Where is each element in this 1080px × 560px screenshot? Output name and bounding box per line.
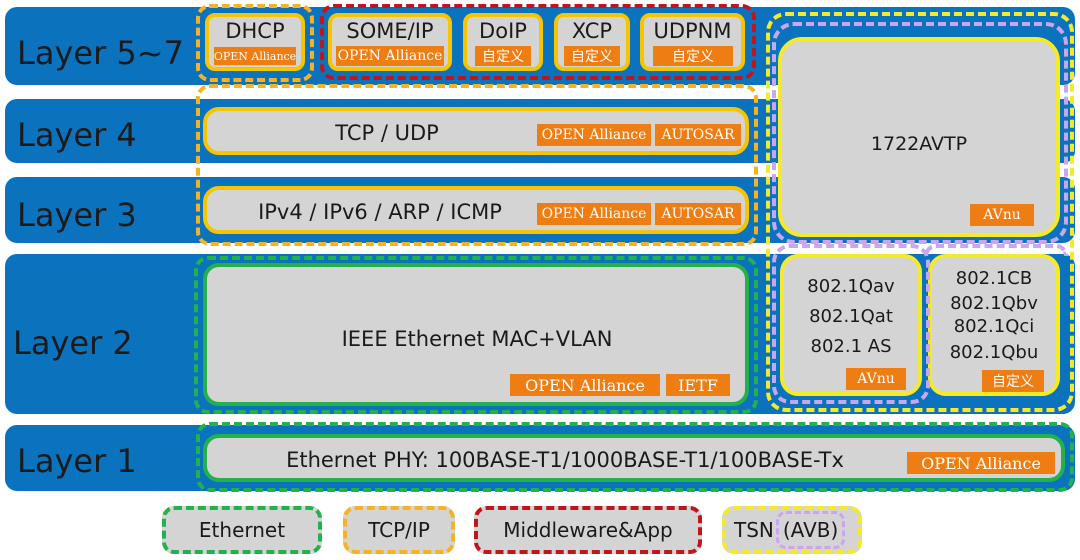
doip-tag: 自定义 xyxy=(475,46,531,66)
cb-line-4: 802.1Qbu xyxy=(949,342,1039,363)
legend-middleware: Middleware&App xyxy=(474,506,702,554)
mac-label: IEEE Ethernet MAC+VLAN xyxy=(341,327,613,351)
someip-label: SOME/IP xyxy=(346,19,434,43)
cb-tag: 自定义 xyxy=(982,370,1044,392)
tcp-udp-box: TCP / UDP OPEN Alliance AUTOSAR xyxy=(203,107,749,155)
qav-tag: AVnu xyxy=(846,368,906,390)
tsn-cb-box: 802.1CB 802.1Qbv 802.1Qci 802.1Qbu 自定义 xyxy=(928,254,1060,396)
xcp-box: XCP 自定义 xyxy=(554,13,630,71)
ip-label: IPv4 / IPv6 / ARP / ICMP xyxy=(258,200,502,224)
phy-box: Ethernet PHY: 100BASE-T1/1000BASE-T1/100… xyxy=(203,434,1065,482)
qav-line-2: 802.1Qat xyxy=(809,306,893,327)
avb-qav-outline xyxy=(772,244,930,404)
tcpip-group-outline xyxy=(196,84,758,246)
layer-label-2: Layer 2 xyxy=(13,324,133,362)
qav-line-3: 802.1 AS xyxy=(810,336,892,357)
legend-ethernet: Ethernet xyxy=(162,506,322,554)
ip-tag-autosar: AUTOSAR xyxy=(655,203,741,225)
tcp-udp-label: TCP / UDP xyxy=(335,121,439,145)
avtp-box: 1722AVTP AVnu xyxy=(778,37,1060,237)
tcpip-group-dhcp xyxy=(196,4,314,82)
udpnm-box: UDPNM 自定义 xyxy=(640,13,745,71)
ethernet-group-phy-outline xyxy=(196,422,1074,492)
legend-tcpip: TCP/IP xyxy=(343,506,455,554)
dhcp-box: DHCP OPEN Alliance xyxy=(205,13,305,71)
xcp-tag: 自定义 xyxy=(564,46,620,66)
legend-tsn-avb: TSN (AVB) xyxy=(722,506,862,554)
avtp-tag: AVnu xyxy=(970,204,1034,226)
mac-box: IEEE Ethernet MAC+VLAN OPEN Alliance IET… xyxy=(203,263,749,406)
dhcp-label: DHCP xyxy=(225,19,285,43)
legend-tsn-label: TSN xyxy=(734,518,774,542)
layer-label-3: Layer 3 xyxy=(17,196,137,234)
udpnm-tag: 自定义 xyxy=(653,46,733,66)
xcp-label: XCP xyxy=(571,19,613,43)
avtp-label: 1722AVTP xyxy=(870,133,968,155)
avb-group-outline xyxy=(772,22,1068,244)
doip-label: DoIP xyxy=(479,19,527,43)
legend-avb-label: (AVB) xyxy=(775,511,846,549)
mac-tag-ietf: IETF xyxy=(666,374,730,396)
avb-cb-top-outline xyxy=(924,244,1068,256)
dhcp-tag: OPEN Alliance xyxy=(214,47,296,65)
layer-label-5-7: Layer 5~7 xyxy=(17,34,184,72)
tsn-group-outline xyxy=(766,12,1074,412)
cb-line-1: 802.1CB xyxy=(955,268,1033,289)
someip-box: SOME/IP OPEN Alliance xyxy=(328,13,452,71)
udpnm-label: UDPNM xyxy=(653,19,732,43)
phy-label: Ethernet PHY: 100BASE-T1/1000BASE-T1/100… xyxy=(286,448,844,472)
ip-tag-open-alliance: OPEN Alliance xyxy=(537,203,651,225)
phy-tag: OPEN Alliance xyxy=(907,452,1055,474)
ip-box: IPv4 / IPv6 / ARP / ICMP OPEN Alliance A… xyxy=(203,186,749,234)
someip-tag: OPEN Alliance xyxy=(336,46,444,66)
mac-tag-open-alliance: OPEN Alliance xyxy=(510,374,660,396)
tcp-udp-tag-autosar: AUTOSAR xyxy=(655,124,741,146)
cb-line-3: 802.1Qci xyxy=(953,316,1035,337)
cb-line-2: 802.1Qbv xyxy=(950,293,1038,314)
qav-line-1: 802.1Qav xyxy=(807,276,895,297)
tsn-qav-box: 802.1Qav 802.1Qat 802.1 AS AVnu xyxy=(780,254,922,396)
tcp-udp-tag-open-alliance: OPEN Alliance xyxy=(537,124,651,146)
doip-box: DoIP 自定义 xyxy=(463,13,543,71)
layer-label-4: Layer 4 xyxy=(17,116,137,154)
ethernet-group-mac-outline xyxy=(194,256,758,414)
middleware-group-outline xyxy=(320,4,756,80)
layer-label-1: Layer 1 xyxy=(17,442,137,480)
